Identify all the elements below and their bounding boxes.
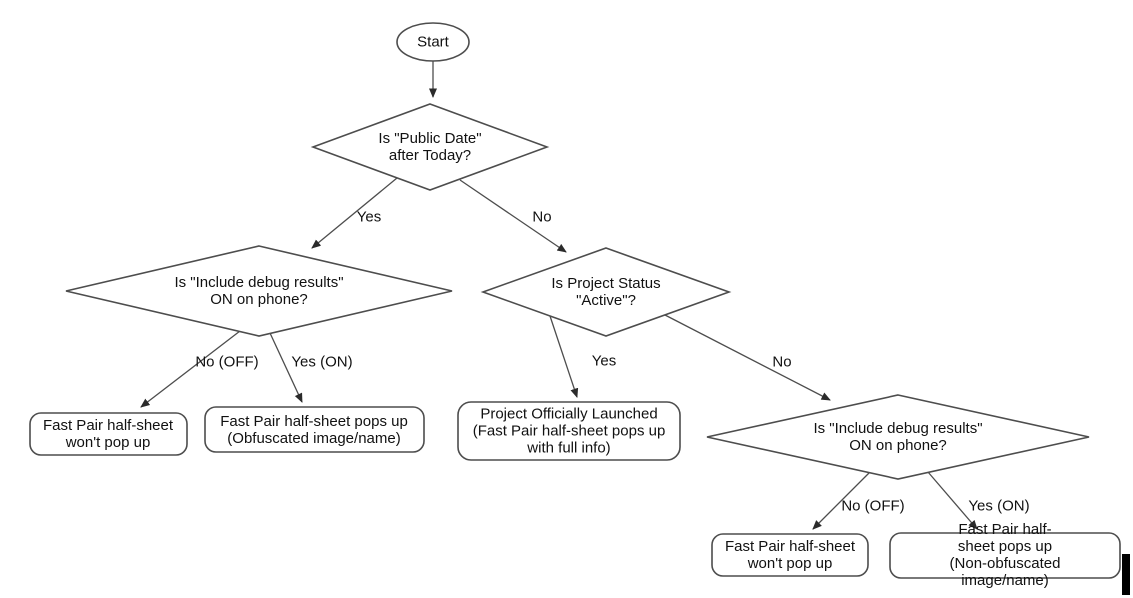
result-no-popup-right-shape xyxy=(711,533,869,577)
text-cursor-artifact xyxy=(1122,554,1130,595)
result-launched-shape xyxy=(457,401,681,461)
decision-project-status-shape xyxy=(480,247,732,337)
result-obfuscated-shape xyxy=(204,406,425,453)
decision-debug-left-label: Is "Include debug results" ON on phone? xyxy=(174,274,344,308)
edge-no-to-debug-right xyxy=(664,314,831,401)
edge-label-no-top: No xyxy=(532,208,552,226)
edge-label-no-off-right: No (OFF) xyxy=(841,497,905,515)
decision-debug-left-shape xyxy=(65,245,453,337)
result-launched-label: Project Officially Launched (Fast Pair h… xyxy=(472,405,666,457)
result-no-popup-left-label: Fast Pair half-sheet won't pop up xyxy=(42,417,174,451)
edge-label-no-mid: No xyxy=(772,353,792,371)
edge-label-no-off-left: No (OFF) xyxy=(195,353,259,371)
edge-label-yes-on-left: Yes (ON) xyxy=(291,353,353,371)
decision-project-status-label: Is Project Status "Active"? xyxy=(551,275,661,309)
decision-debug-right-label: Is "Include debug results" ON on phone? xyxy=(813,420,983,454)
edge-label-yes-mid: Yes xyxy=(591,352,617,370)
edge-nooff-to-nopopup-right xyxy=(812,472,870,530)
edge-no-to-project-status xyxy=(459,179,567,253)
result-non-obfuscated-shape xyxy=(889,532,1121,579)
edge-yeson-to-obfuscated xyxy=(269,332,303,403)
edge-yeson-to-nonobfuscated xyxy=(927,471,978,530)
result-no-popup-left-shape xyxy=(29,412,188,456)
decision-debug-right-shape xyxy=(706,394,1090,480)
edge-nooff-to-nopopup-left xyxy=(140,330,241,408)
edge-yes-to-debug-left xyxy=(311,177,398,249)
result-non-obfuscated-label: Fast Pair half-sheet pops up (Non-obfusc… xyxy=(949,521,1061,589)
result-obfuscated-label: Fast Pair half-sheet pops up (Obfuscated… xyxy=(220,413,408,447)
edge-yes-to-launched xyxy=(549,315,579,398)
edge-label-yes-on-right: Yes (ON) xyxy=(968,497,1030,515)
start-node-shape xyxy=(396,22,470,62)
edge-label-yes-top: Yes xyxy=(356,208,382,226)
decision-public-date-shape xyxy=(310,103,550,191)
start-node-label: Start xyxy=(417,33,449,51)
decision-public-date-label: Is "Public Date" after Today? xyxy=(378,130,482,164)
result-no-popup-right-label: Fast Pair half-sheet won't pop up xyxy=(724,538,856,572)
